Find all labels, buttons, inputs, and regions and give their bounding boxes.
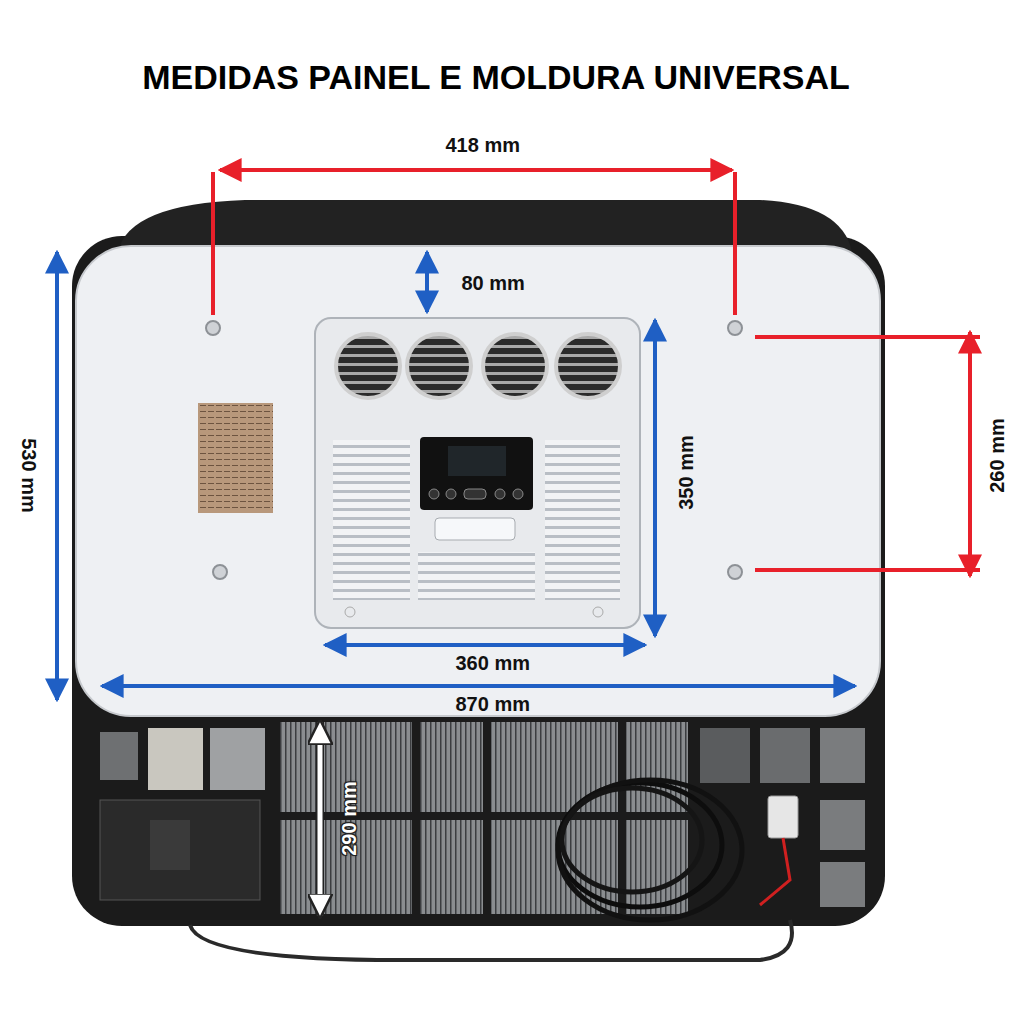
fan-motor (210, 728, 265, 790)
display-screen (448, 446, 506, 476)
screw (593, 607, 603, 617)
extension-line (755, 568, 980, 572)
housing-dome (118, 200, 852, 252)
dimension-label: 80 mm (462, 272, 525, 295)
frame-opening (820, 800, 865, 850)
frame-rib (618, 722, 626, 914)
red-wire (760, 838, 790, 905)
screw-hole (213, 565, 227, 579)
air-vent (483, 334, 547, 398)
frame-opening (700, 728, 750, 783)
cable-coil (558, 780, 742, 920)
dimension-line (325, 643, 645, 647)
air-vent (336, 334, 400, 398)
air-vent (407, 334, 471, 398)
frame-opening (820, 728, 865, 783)
dimension-label: 290 mm (337, 781, 360, 856)
air-vent (556, 334, 620, 398)
dimension-line (425, 252, 429, 312)
display (420, 437, 533, 510)
dimension-line (653, 320, 657, 636)
info-sticker (198, 403, 273, 513)
dimension-line (968, 332, 972, 576)
dimension-line (55, 252, 59, 700)
bracket (150, 820, 190, 870)
frame-opening (760, 728, 810, 783)
dimension-line-outline (316, 722, 324, 916)
screw-hole (728, 321, 742, 335)
screw-hole (206, 321, 220, 335)
frame-opening (100, 800, 260, 900)
dimension-label: 530 mm (16, 438, 39, 513)
frame-opening (820, 862, 865, 907)
fan-motor (148, 728, 203, 790)
button (464, 489, 486, 499)
extension-line (755, 335, 980, 339)
extension-line (211, 172, 215, 315)
led-light (435, 518, 515, 540)
intake-grille (545, 440, 620, 600)
dimension-label: 360 mm (456, 652, 531, 675)
button (513, 489, 523, 499)
frame-opening (100, 732, 138, 780)
dimension-label: 350 mm (674, 435, 697, 510)
dimension-label: 260 mm (985, 418, 1008, 493)
dimension-label: 418 mm (446, 134, 521, 157)
button (429, 489, 439, 499)
cable-coil (558, 783, 722, 907)
dimension-label: 870 mm (456, 693, 531, 716)
housing-frame (72, 236, 885, 926)
title: MEDIDAS PAINEL E MOLDURA UNIVERSAL (142, 58, 850, 97)
cable (190, 920, 792, 960)
cable-coil (562, 788, 702, 892)
plug-connector (768, 796, 798, 838)
frame-rib (412, 722, 420, 914)
screw (345, 607, 355, 617)
dimension-line (220, 168, 732, 172)
control-unit (315, 318, 640, 628)
button (446, 489, 456, 499)
extension-line (733, 172, 737, 315)
intake-grille (333, 440, 410, 600)
intake-grille (418, 552, 535, 600)
button (495, 489, 505, 499)
frame-rib (483, 722, 491, 914)
screw-hole (728, 565, 742, 579)
ceiling-panel (76, 246, 880, 716)
condenser-coil (280, 722, 688, 914)
dimension-line (102, 684, 855, 688)
dimension-line (318, 722, 323, 916)
